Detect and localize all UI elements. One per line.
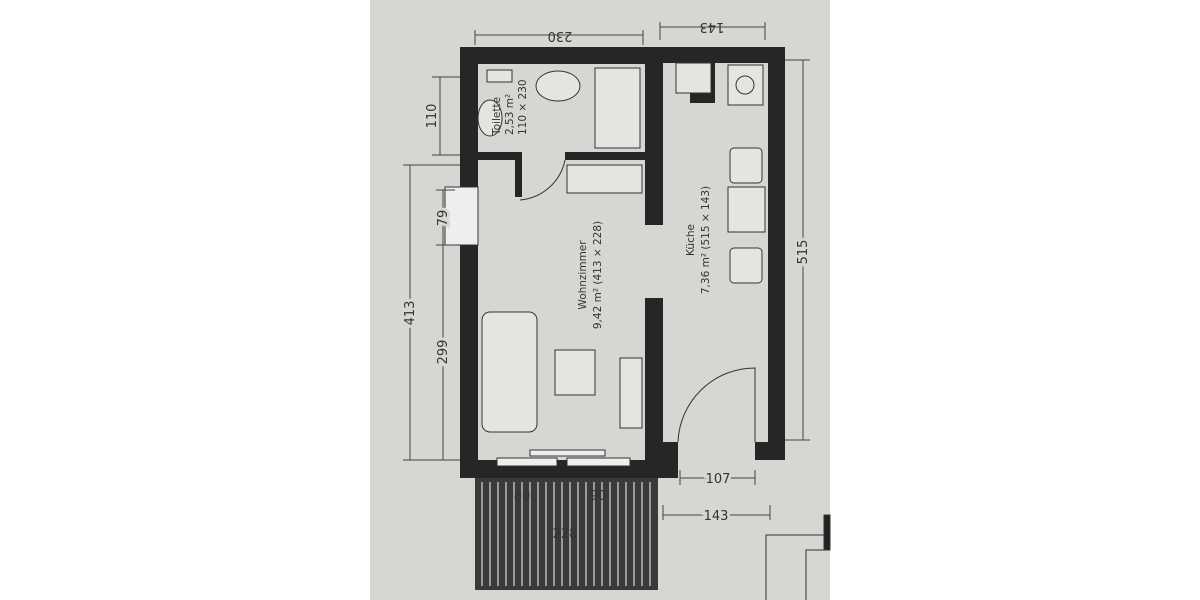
- dim-balcony-width: 228: [553, 527, 578, 542]
- dim-left-total: 413: [403, 301, 418, 326]
- balcony: [475, 478, 658, 590]
- room-label-kitchen: Küche 7,36 m² (515 × 143): [685, 186, 712, 294]
- dim-right-total: 515: [796, 240, 811, 265]
- kitchen-name: Küche: [685, 224, 697, 256]
- fixtures: [477, 62, 766, 433]
- sink: [535, 70, 581, 102]
- dim-left-lower: 299: [436, 340, 451, 365]
- dimension-lines: [403, 22, 810, 520]
- dim-balcony-window-2: 90: [590, 489, 607, 504]
- cabinet: [566, 164, 643, 194]
- sofa: [481, 311, 538, 433]
- toilet-door-swing[interactable]: [519, 159, 566, 201]
- entrance-door-swing[interactable]: [677, 367, 756, 443]
- outside-corner-lines: [765, 514, 831, 600]
- cistern: [486, 69, 513, 83]
- shower: [594, 67, 641, 149]
- dim-top-left: 230: [548, 28, 573, 43]
- chair-2: [729, 247, 763, 284]
- dim-left-toilet: 110: [425, 104, 440, 129]
- dining-table: [727, 186, 766, 233]
- toilet-area: 2,53 m²: [504, 94, 516, 135]
- room-label-toilet: Toilette 2,53 m² 110 × 230: [491, 79, 529, 136]
- dim-top-right: 143: [700, 19, 725, 34]
- tv-stand: [619, 357, 643, 429]
- coffee-table: [554, 349, 596, 396]
- dim-bottom-kitchen: 143: [704, 509, 729, 524]
- living-name: Wohnzimmer: [577, 240, 589, 310]
- counter: [675, 62, 712, 94]
- dim-balcony-window-1: 80: [514, 489, 531, 504]
- window-left: [444, 186, 479, 246]
- stove: [727, 64, 764, 106]
- chair-1: [729, 147, 763, 184]
- toilet-bowl: [477, 99, 503, 137]
- toilet-size: 110 × 230: [517, 79, 529, 135]
- kitchen-area: 7,36 m² (515 × 143): [700, 186, 712, 294]
- room-label-living: Wohnzimmer 9,42 m² (413 × 228): [577, 221, 604, 329]
- toilet-name: Toilette: [491, 97, 503, 136]
- balcony-doors: [496, 449, 631, 467]
- dim-left-window: 79: [436, 210, 451, 227]
- living-area: 9,42 m² (413 × 228): [592, 221, 604, 329]
- dim-door-width: 107: [706, 472, 731, 487]
